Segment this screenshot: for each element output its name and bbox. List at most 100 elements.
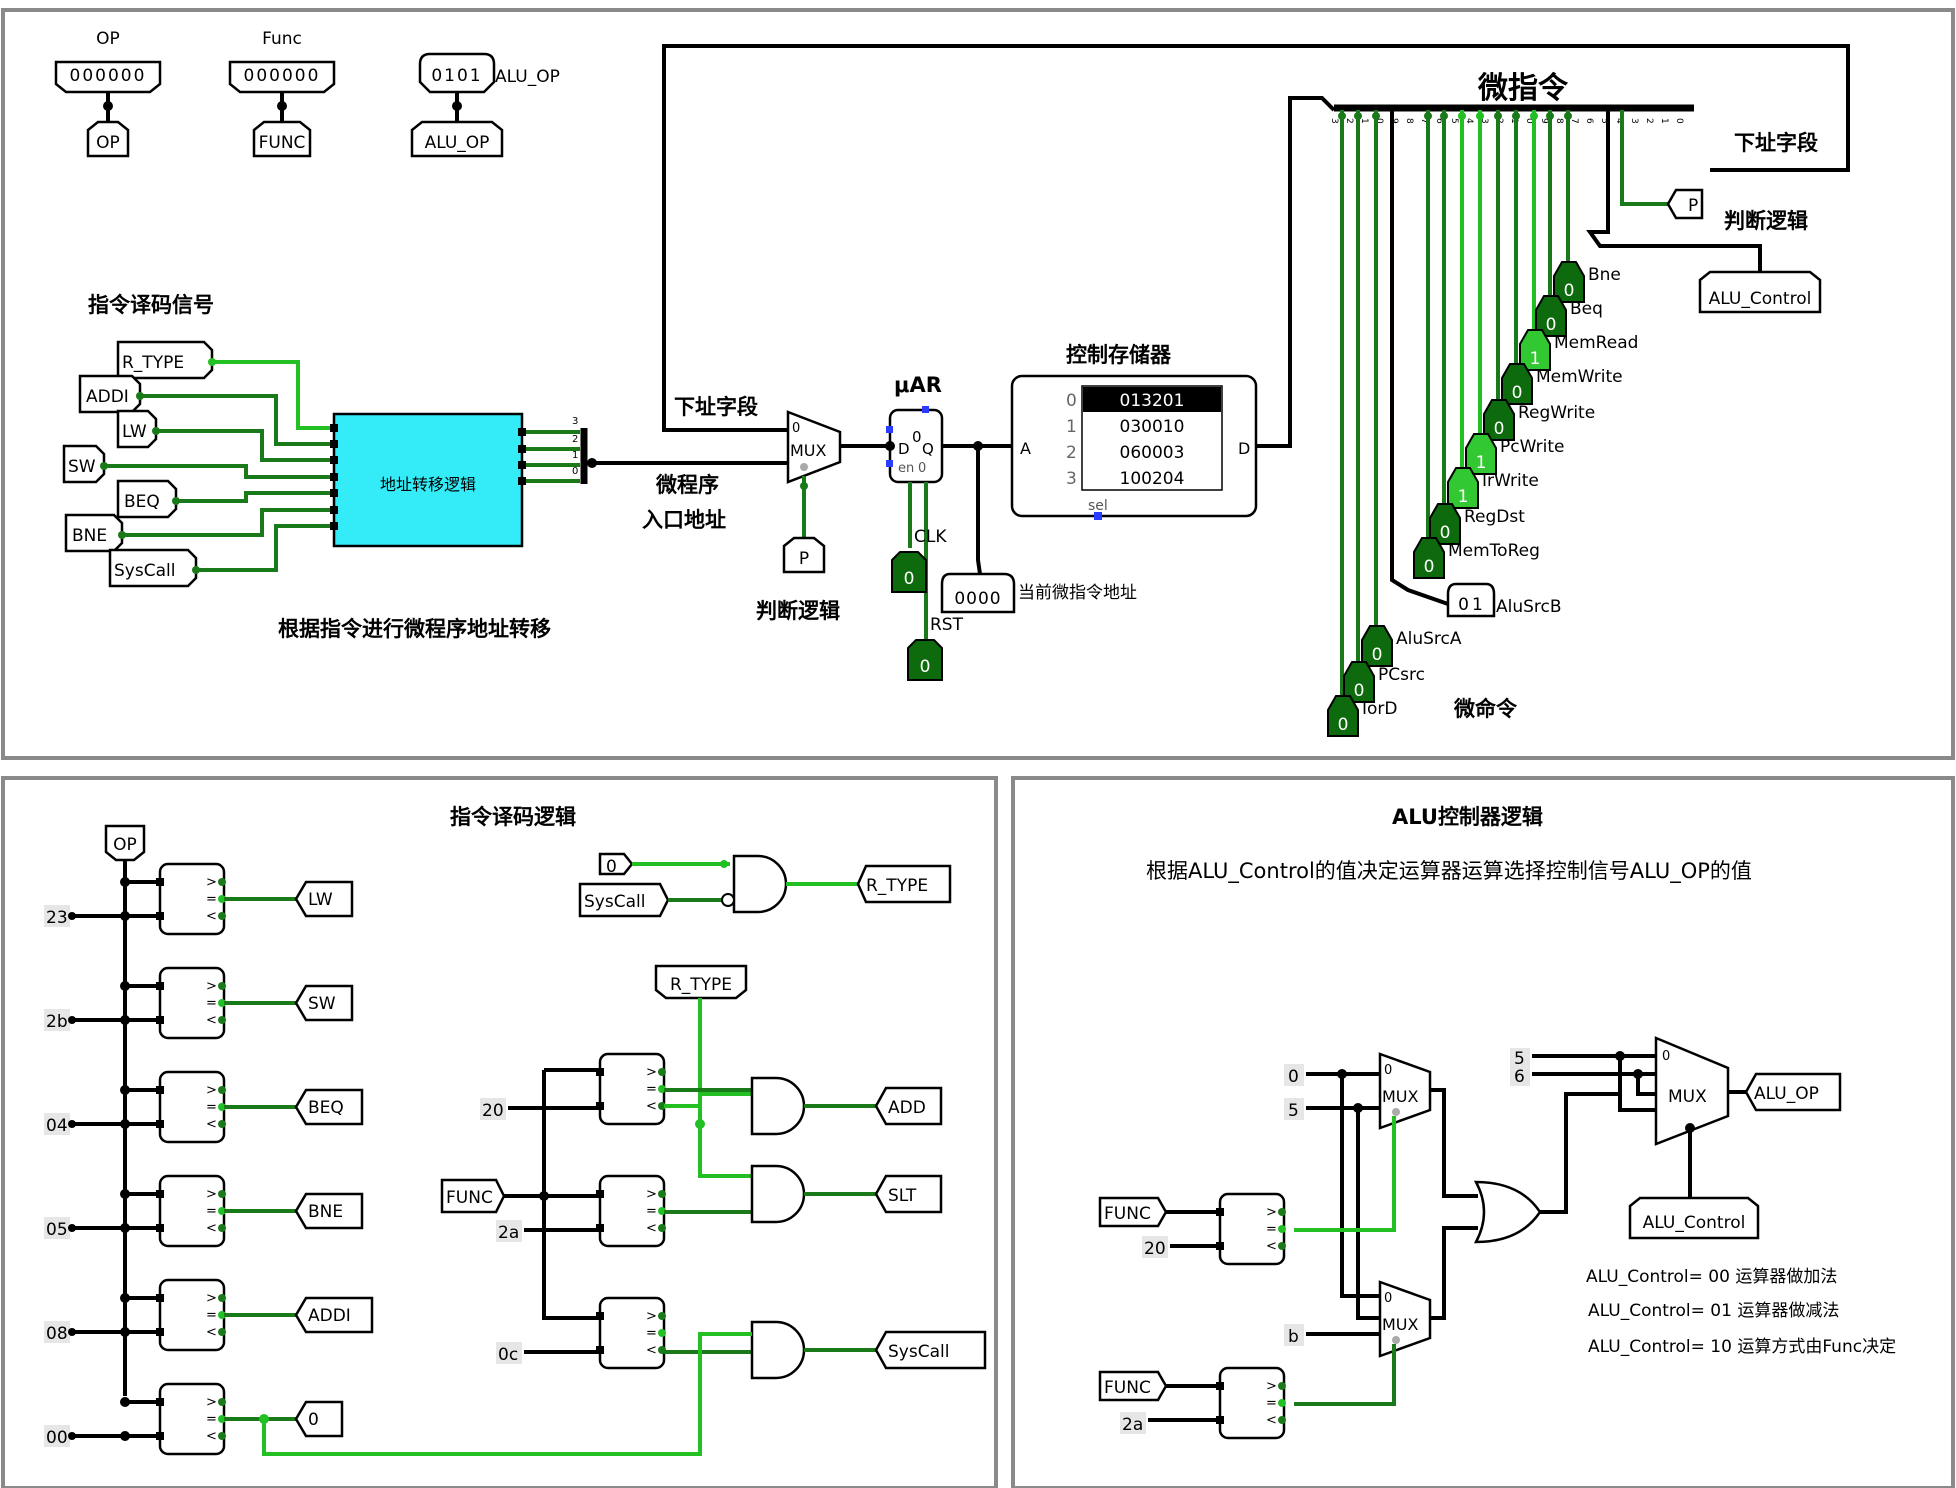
- decode-comparator: > = <: [156, 1382, 226, 1456]
- decode-comparator: >=<: [156, 1278, 226, 1352]
- alu-func-tunnel-1: [1098, 1196, 1168, 1228]
- alu-logic: 0 5 b 0 MUX 0 MUX FUNC 20 FUNC 2a: [1098, 1036, 1896, 1440]
- decode-comparators: 23>=<LW2b>=<SW04>=<BEQ05>=<BNE08>=<ADDI0…: [44, 862, 374, 1456]
- comparator-symbol: >: [1266, 1205, 1277, 1220]
- comparator-symbol: >: [646, 1309, 657, 1324]
- splitter-bit-label: 4: [1464, 118, 1474, 124]
- comparator-symbol: <: [1266, 1239, 1277, 1254]
- comparator-symbol: =: [206, 1204, 217, 1219]
- control-bit-name: IrWrite: [1482, 471, 1539, 491]
- rom-sel-label: sel: [1088, 498, 1108, 514]
- mux-label: MUX: [790, 441, 827, 460]
- splitter-bit-label: 9: [1539, 118, 1549, 124]
- decode-const: 23: [46, 908, 68, 928]
- clk-input[interactable]: [891, 551, 927, 593]
- alu-func-const-20: 20: [1144, 1239, 1166, 1259]
- control-bit-input[interactable]: [1413, 537, 1445, 579]
- address-logic-block[interactable]: [332, 412, 524, 548]
- decode-tunnel-r-type: R_TYPE: [122, 353, 184, 373]
- splitter-bit-label: 1: [1359, 118, 1369, 124]
- func-probe-title: Func: [262, 29, 302, 49]
- op-tunnel-label: OP: [96, 133, 120, 153]
- op-probe-value: 000000: [70, 66, 147, 86]
- splitter-bit-label: 7: [1419, 118, 1429, 124]
- control-bit-name: MemRead: [1554, 333, 1638, 353]
- control-bit-value: 0: [1372, 645, 1383, 665]
- decode-out-tunnel: [294, 984, 354, 1022]
- address-logic-bit-labels: 3 2 1 0: [572, 416, 578, 477]
- judge-logic-right: 判断逻辑: [1724, 209, 1808, 233]
- func-comparators: >=<>=<>=<: [596, 1052, 666, 1370]
- func-tunnel-label: FUNC: [259, 133, 306, 153]
- addr-bit-0: 0: [572, 466, 578, 477]
- splitter-bit-label: 6: [1584, 118, 1594, 124]
- control-bit-value: 0: [1424, 557, 1435, 577]
- splitter-bit-label: 3: [1479, 118, 1489, 124]
- mux-input0: 0: [792, 421, 800, 436]
- rom-row-addr: 3: [1066, 469, 1077, 489]
- comparator-symbol: >: [206, 1395, 217, 1410]
- func-comparator: >=<: [596, 1296, 666, 1370]
- rtype-syscall-tunnel: [578, 882, 670, 918]
- func-out-label: ADD: [888, 1098, 926, 1118]
- judge-tunnel: [782, 536, 826, 574]
- control-bit-value: 0: [1494, 419, 1505, 439]
- microinstruction-title: 微指令: [1477, 71, 1569, 106]
- alu-func-tunnel-2: [1098, 1370, 1168, 1402]
- rst-input[interactable]: [907, 639, 943, 681]
- next-address-loop-wire: [662, 44, 1850, 432]
- func-rtype-tunnel: [654, 964, 748, 1000]
- comparator-symbol: <: [206, 1221, 217, 1236]
- rtype-out-label: R_TYPE: [866, 876, 928, 896]
- control-bit-name: MemWrite: [1536, 367, 1623, 387]
- decode-op-tunnel-label: OP: [113, 835, 137, 855]
- decode-out-label: SW: [308, 994, 336, 1014]
- comparator-symbol: =: [206, 1412, 217, 1427]
- rtype-const-label: 0: [606, 857, 617, 877]
- alu-big-mux: [1654, 1036, 1730, 1146]
- alu-mux1-const-5: 5: [1288, 1101, 1299, 1121]
- alu-func-tunnel-2-label: FUNC: [1104, 1378, 1151, 1398]
- alu-func-comparator: >=<: [1216, 1366, 1286, 1440]
- splitter-bit-label: 6: [1434, 118, 1444, 124]
- address-logic-label: 地址转移逻辑: [380, 475, 476, 494]
- aluop-probe-label: ALU_OP: [495, 67, 560, 87]
- clk-value: 0: [904, 569, 915, 589]
- alu-ctrl-tunnel-label: ALU_Control: [1643, 1213, 1746, 1233]
- func-comparator: >=<: [596, 1052, 666, 1126]
- rom-row-data: 060003: [1120, 443, 1185, 463]
- alusrcb-probe: [1446, 582, 1496, 618]
- alu-or-gate: [1473, 1180, 1542, 1244]
- comparator-symbol: <: [1266, 1413, 1277, 1428]
- uar-d-label: D: [898, 440, 910, 458]
- rom-row-data: 100204: [1120, 469, 1185, 489]
- comparator-symbol: <: [206, 1429, 217, 1444]
- rom-selected-row: [1083, 387, 1221, 412]
- control-store-title: 控制存储器: [1066, 343, 1172, 367]
- clk-label: CLK: [914, 527, 947, 547]
- splitter-bit-label: 1: [1659, 118, 1669, 124]
- rtype-out-tunnel: [856, 864, 952, 904]
- decode-out-label: BEQ: [308, 1098, 344, 1118]
- aluop-tunnel: [410, 120, 504, 158]
- decode-const: 00: [46, 1428, 68, 1448]
- control-bit-name: AluSrcA: [1396, 629, 1462, 649]
- entry-addr-line1: 微程序: [655, 473, 719, 497]
- control-bit-value: 0: [1440, 523, 1451, 543]
- control-bit-input[interactable]: [1327, 695, 1359, 737]
- comparator-symbol: >: [646, 1065, 657, 1080]
- comparator-symbol: <: [646, 1099, 657, 1114]
- control-bit-name: RegDst: [1464, 507, 1525, 527]
- rom-d-label: D: [1238, 439, 1250, 458]
- decode-comparator: >=<: [156, 862, 226, 936]
- current-addr-label: 当前微指令地址: [1018, 583, 1137, 603]
- current-addr-probe: [940, 572, 1016, 614]
- uar-q-label: Q: [922, 440, 934, 458]
- address-logic-outputs: [526, 430, 580, 483]
- splitter-bit-label: 2: [1644, 118, 1654, 124]
- rom-row-addr: 2: [1066, 443, 1077, 463]
- alu-note-01: ALU_Control= 01 运算器做减法: [1588, 1301, 1839, 1321]
- alu-func-const-2a: 2a: [1122, 1415, 1143, 1435]
- func-const-0c: 0c: [498, 1345, 518, 1365]
